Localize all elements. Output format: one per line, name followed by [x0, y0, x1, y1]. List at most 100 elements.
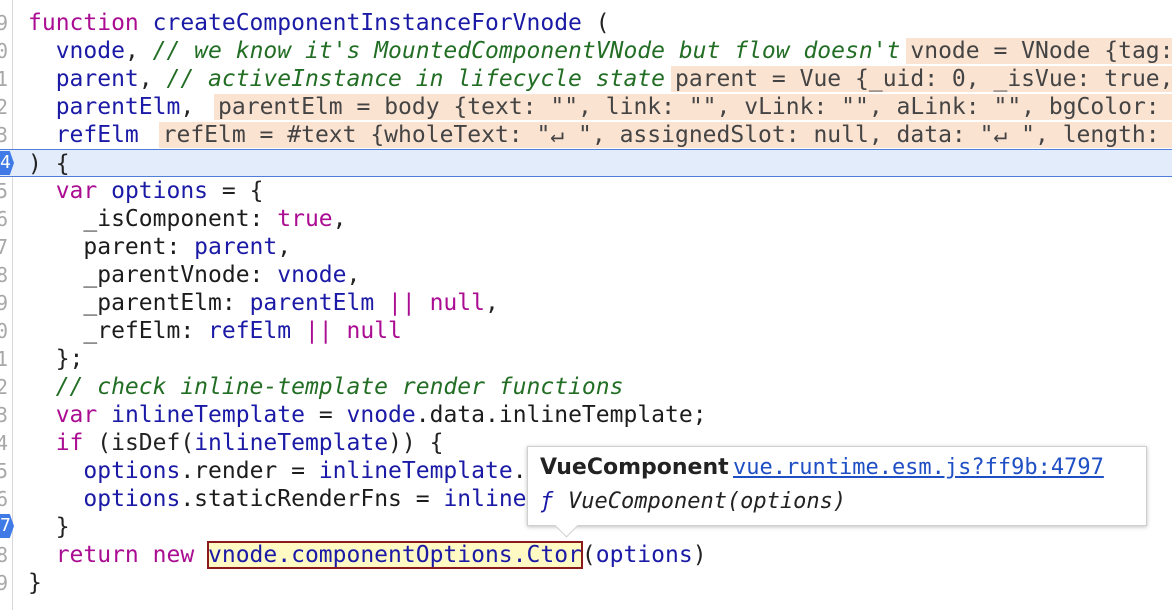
code-text: ) { [28, 150, 70, 177]
code-line[interactable]: 3 refElm refElm = #text {wholeText: "↵ "… [0, 121, 1172, 149]
punctuation-token: ) { [28, 151, 70, 177]
punctuation-token: )) { [388, 430, 444, 456]
code-line[interactable]: 7 parent: parent, [0, 233, 1172, 261]
identifier-token: vnode [277, 262, 347, 288]
line-number[interactable]: 6 [0, 487, 8, 511]
inline-value-badge[interactable]: refElm = #text {wholeText: "↵ ", assigne… [158, 122, 1172, 148]
punctuation-token: ) [692, 542, 707, 568]
line-number[interactable]: 8 [0, 543, 8, 567]
keyword-token: if [28, 430, 98, 456]
code-line[interactable]: 8 return new vnode.componentOptions.Ctor… [0, 541, 1172, 569]
identifier-token: parentElm [28, 94, 181, 120]
code-line[interactable]: 1 parent, // activeInstance in lifecycle… [0, 65, 1172, 93]
line-number[interactable]: 9 [0, 291, 8, 315]
line-number[interactable]: 2 [0, 375, 8, 399]
line-number[interactable]: 1 [0, 67, 8, 91]
code-text: _isComponent: true, [28, 205, 346, 233]
identifier-token: options [595, 542, 693, 568]
identifier-token: inlineTemplate [111, 402, 305, 428]
code-text: // check inline-template render function… [28, 373, 624, 401]
identifier-token: parent [28, 66, 139, 92]
evaluated-expression[interactable]: vnode.componentOptions.Ctor [207, 541, 583, 569]
tooltip-signature: VueComponent(options) [568, 489, 847, 514]
inline-value-badge[interactable]: parentElm = body {text: "", link: "", vL… [214, 94, 1172, 120]
code-line[interactable]: 8 _parentVnode: vnode, [0, 261, 1172, 289]
line-number[interactable]: 9 [0, 11, 8, 35]
code-line[interactable]: 2 parentElm, parentElm = body {text: "",… [0, 93, 1172, 121]
punctuation-token: , [138, 66, 167, 92]
breakpoint-marker[interactable]: 4 [0, 151, 14, 175]
comment-token: // activeInstance in lifecycle state [166, 66, 665, 92]
line-number[interactable]: 9 [0, 571, 8, 595]
identifier-token: refElm [28, 122, 153, 148]
code-line[interactable]: 3 var inlineTemplate = vnode.data.inline… [0, 401, 1172, 429]
identifier-token: inlineTemplate [318, 458, 513, 484]
code-text: refElm refElm = #text {wholeText: "↵ ", … [28, 121, 1172, 149]
code-text: if (isDef(inlineTemplate)) { [28, 429, 444, 457]
line-number[interactable]: 0 [0, 319, 8, 343]
identifier-token: refElm [208, 318, 292, 344]
code-line[interactable]: 6 _isComponent: true, [0, 205, 1172, 233]
code-text: var inlineTemplate = vnode.data.inlineTe… [28, 401, 707, 429]
keyword-token: null [346, 318, 402, 344]
punctuation-token: (isDef( [97, 430, 195, 456]
code-line[interactable]: 4 if (isDef(inlineTemplate)) { [0, 429, 1172, 457]
identifier-token: vnode [28, 38, 125, 64]
inline-value-badge[interactable]: parent = Vue {_uid: 0, _isVue: true, $op… [670, 66, 1172, 92]
code-line[interactable]: 5 var options = { [0, 177, 1172, 205]
keyword-token: true [277, 206, 333, 232]
text-token: _isComponent: [28, 206, 278, 232]
line-number[interactable]: 6 [0, 207, 8, 231]
line-number[interactable]: 7 [0, 235, 8, 259]
code-text: parent: parent, [28, 233, 291, 261]
code-line[interactable]: 9 _parentElm: parentElm || null, [0, 289, 1172, 317]
code-line[interactable]: 7 } [0, 513, 1172, 541]
line-number[interactable]: 5 [0, 179, 8, 203]
code-line[interactable]: 0 _refElm: refElm || null [0, 317, 1172, 345]
punctuation-token: }; [28, 346, 84, 372]
code-text: } [28, 569, 42, 597]
code-line[interactable]: 9 function createComponentInstanceForVnod… [0, 9, 1172, 37]
line-number[interactable]: 2 [0, 95, 8, 119]
text-token: .staticRenderFns = [180, 486, 444, 512]
code-text: function createComponentInstanceForVnode… [28, 9, 610, 37]
line-number[interactable]: 1 [0, 347, 8, 371]
code-line[interactable]: 2 // check inline-template render functi… [0, 373, 1172, 401]
line-number[interactable]: 4 [0, 431, 8, 455]
code-line[interactable]: 9} [0, 569, 1172, 597]
code-line[interactable]: 1 }; [0, 345, 1172, 373]
identifier-token: inlineTemplate [194, 430, 389, 456]
line-number[interactable]: 8 [0, 263, 8, 287]
keyword-token: || [374, 290, 430, 316]
line-number[interactable]: 5 [0, 459, 8, 483]
punctuation-token: , [124, 38, 153, 64]
text-token: parent: [28, 234, 195, 260]
breakpoint-line-number: 7 [0, 515, 11, 536]
line-number[interactable]: 3 [0, 123, 8, 147]
text-token: .data.inlineTemplate; [415, 402, 707, 428]
text-token: .render = [180, 458, 319, 484]
punctuation-token: , [346, 262, 361, 288]
code-text: }; [28, 345, 84, 373]
tooltip-source-link[interactable]: vue.runtime.esm.js?ff9b:4797 [733, 455, 1104, 480]
breakpoint-line-number: 4 [0, 152, 11, 173]
text-token: _refElm: [28, 318, 209, 344]
hover-tooltip: VueComponent vue.runtime.esm.js?ff9b:479… [527, 446, 1147, 526]
punctuation-token: , [484, 290, 499, 316]
keyword-token: return new [28, 542, 209, 568]
tooltip-object-name: VueComponent [540, 455, 729, 480]
code-text: parent, // activeInstance in lifecycle s… [28, 65, 1172, 93]
code-text: return new vnode.componentOptions.Ctor(o… [28, 541, 707, 569]
code-text: } [28, 513, 70, 541]
punctuation-token: ( [581, 10, 610, 36]
code-line[interactable]: 4 ) { [0, 149, 1172, 177]
line-number[interactable]: 3 [0, 403, 8, 427]
code-line[interactable]: 0 vnode, // we know it's MountedComponen… [0, 37, 1172, 65]
inline-value-badge[interactable]: vnode = VNode {tag: "vue-component-1-App… [906, 38, 1172, 64]
line-number[interactable]: 0 [0, 39, 8, 63]
punctuation-token: = [304, 402, 347, 428]
keyword-token: var [28, 178, 112, 204]
function-icon: ƒ [540, 489, 554, 514]
punctuation-token: , [277, 234, 292, 260]
breakpoint-marker[interactable]: 7 [0, 514, 14, 538]
